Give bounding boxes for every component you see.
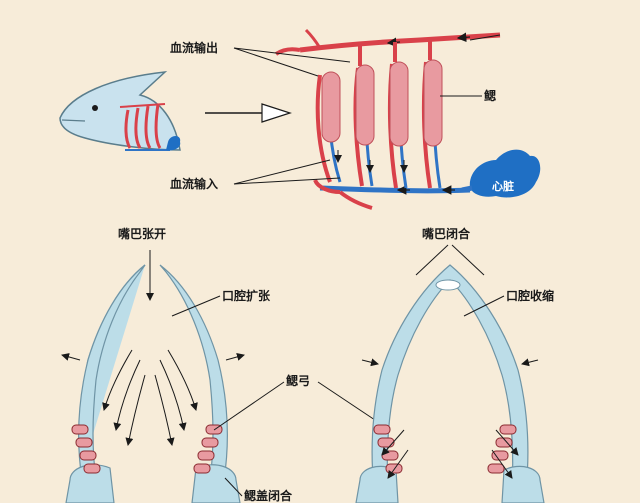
fish-head-illustration <box>59 71 181 151</box>
small-gill-arches <box>119 103 170 151</box>
operculum-close-label: 鳃盖闭合 <box>244 488 293 503</box>
blood-in-label: 血流输入 <box>170 176 218 191</box>
gill-vessel-diagram: 心脏 <box>274 28 541 210</box>
mouth-closed-illustration <box>355 264 545 503</box>
cavity-contract-label: 口腔收缩 <box>506 288 554 303</box>
heart-icon <box>461 149 541 198</box>
heart-label: 心脏 <box>492 179 514 193</box>
gill-arch-label: 鳃弓 <box>286 373 310 388</box>
zoom-arrow <box>205 103 292 123</box>
gill-filament-1 <box>315 71 342 183</box>
mouth-open-label: 嘴巴张开 <box>118 226 166 241</box>
mouth-close-label: 嘴巴闭合 <box>422 226 471 241</box>
cavity-expand-label: 口腔扩张 <box>222 288 271 303</box>
right-gill-arches <box>373 424 517 474</box>
gill-filament-4 <box>421 40 443 189</box>
mouth-open-illustration <box>61 250 245 503</box>
left-gill-arches <box>71 424 223 474</box>
gill-filament-2 <box>353 46 375 187</box>
small-heart-icon <box>166 136 181 151</box>
gill-label: 鳃 <box>484 88 496 103</box>
blood-out-label: 血流输出 <box>170 40 218 55</box>
gill-filament-3 <box>387 42 409 189</box>
